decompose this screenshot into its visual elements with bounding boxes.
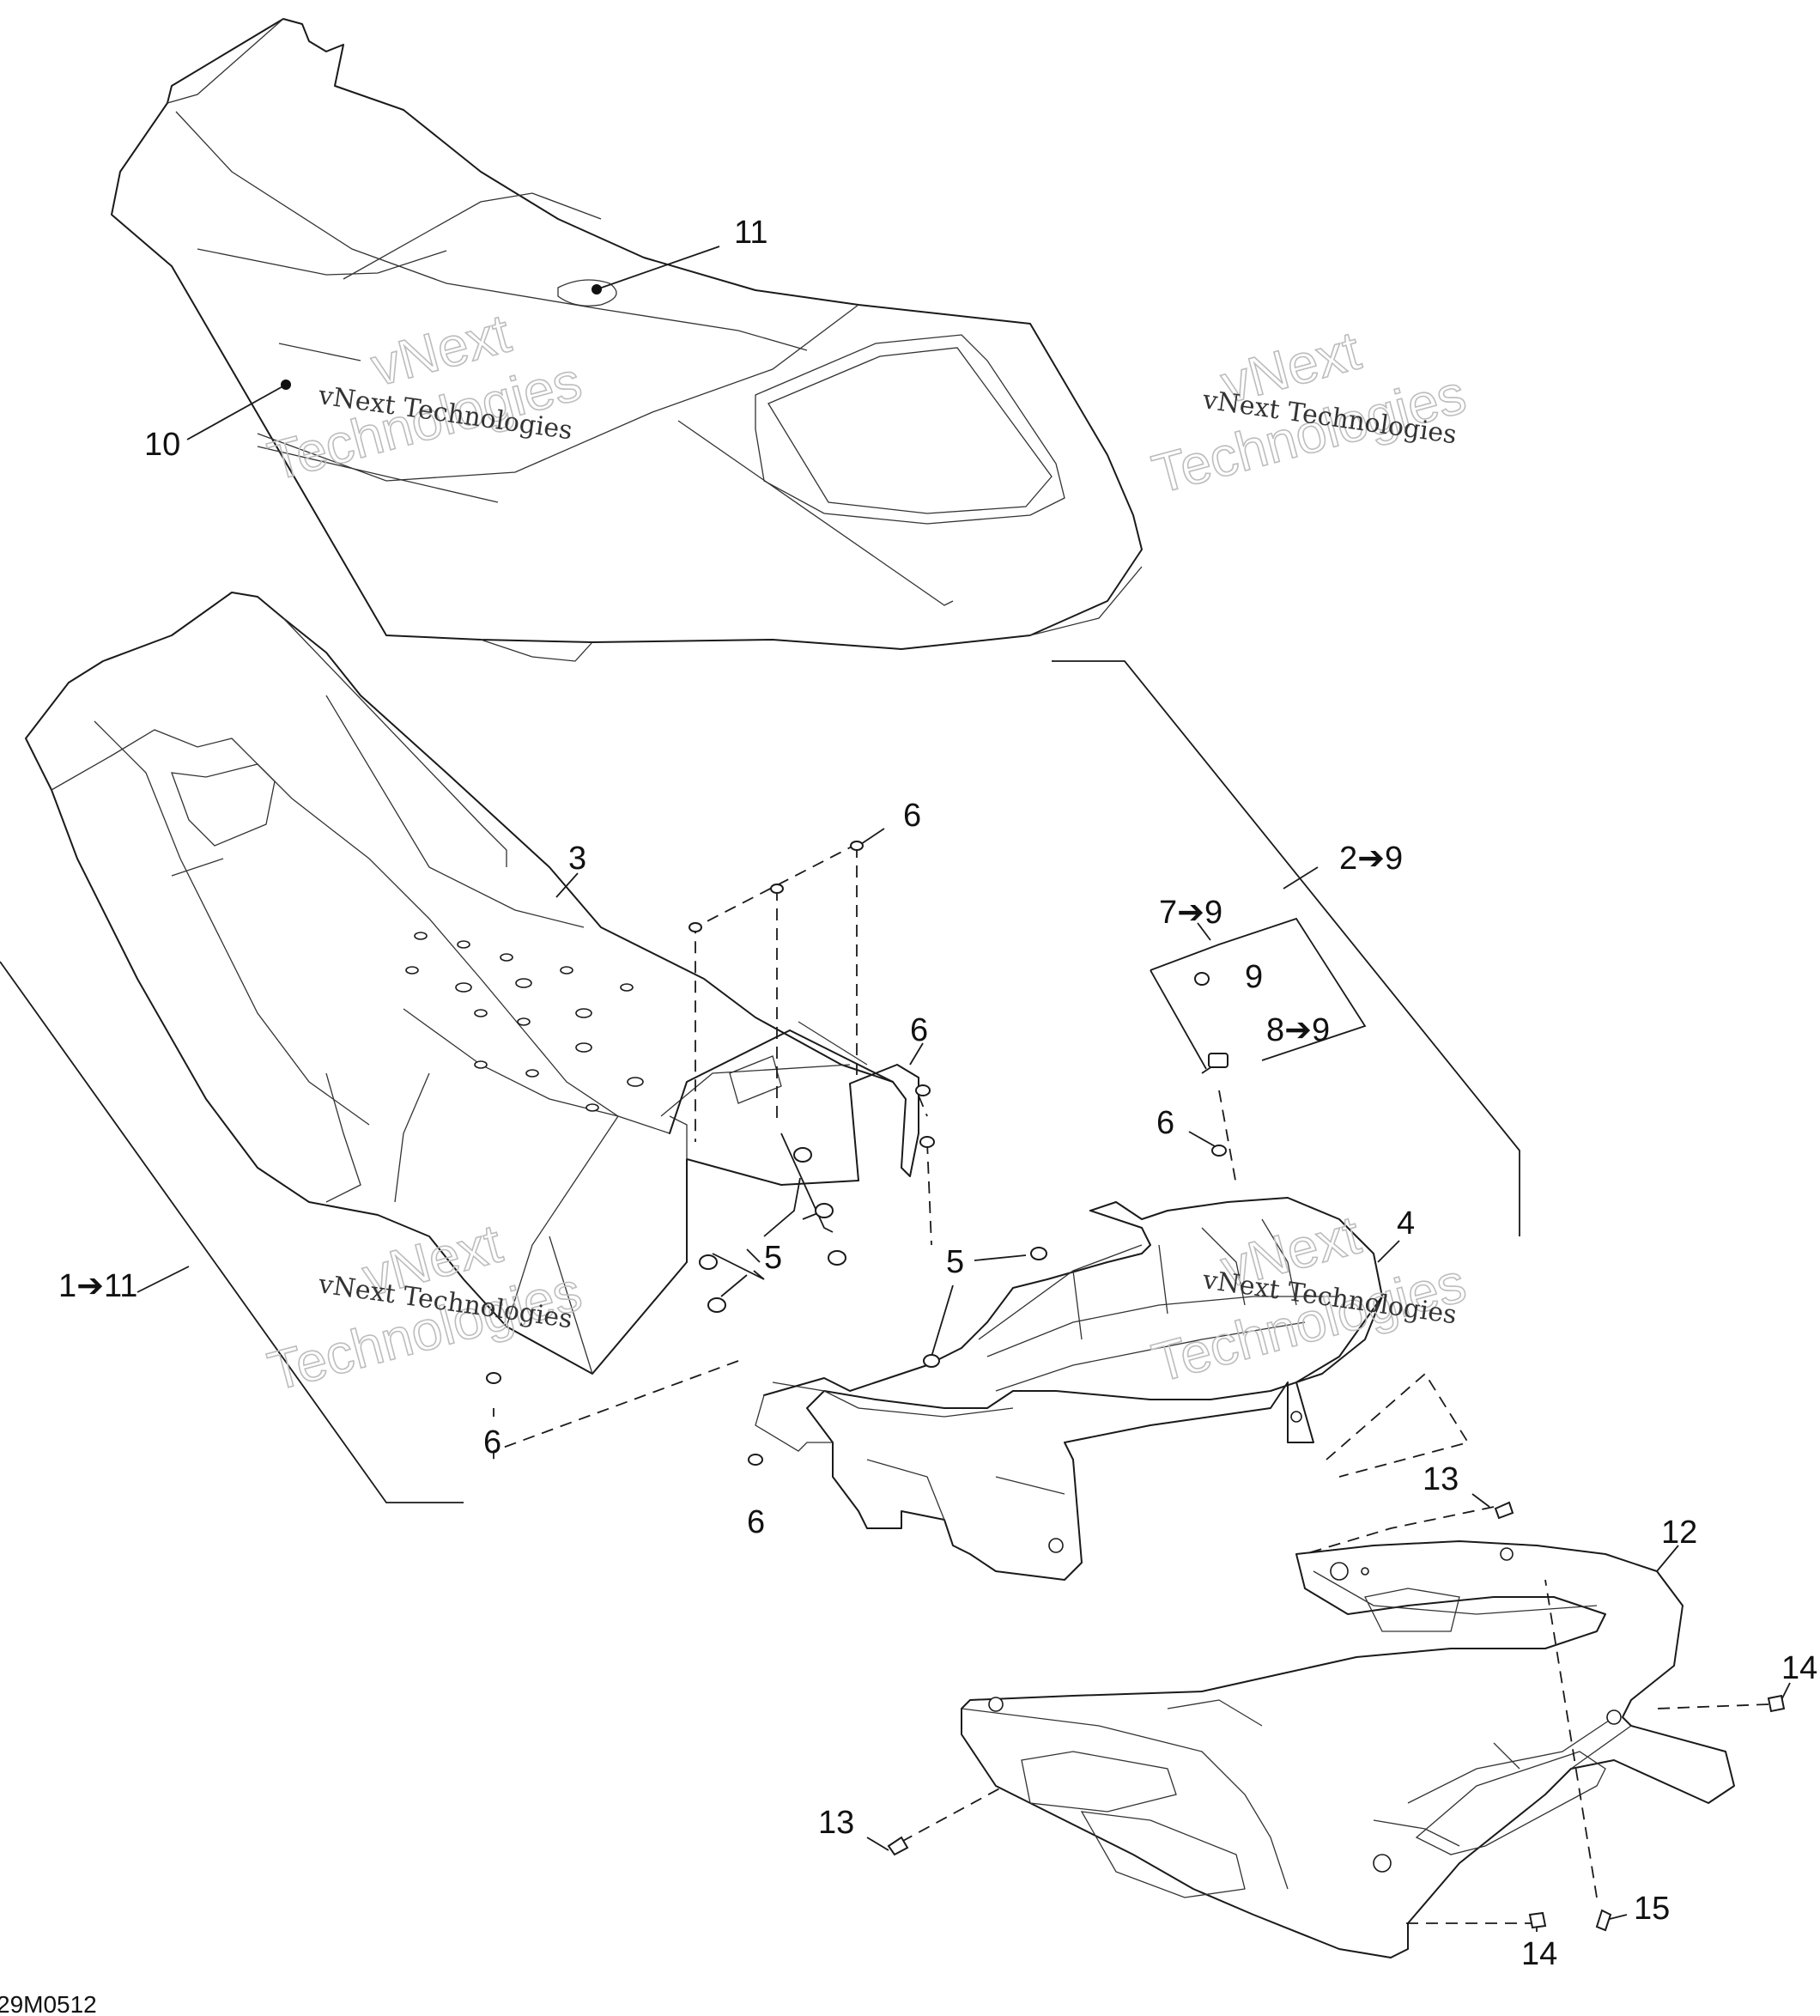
- support-part: [755, 1197, 1383, 1581]
- callout-1-to-11: 1➔11: [58, 1268, 137, 1304]
- nut-5-b: [707, 1297, 726, 1313]
- callout-15: 15: [1634, 1891, 1670, 1927]
- callout-6-bottom: 6: [747, 1504, 765, 1540]
- screw-14-lower: [1528, 1911, 1547, 1929]
- callout-6-top: 6: [903, 798, 921, 834]
- seat-base-holes: [405, 932, 644, 1112]
- screw-15: [1595, 1909, 1612, 1932]
- figure-code: 29M0512: [0, 1991, 97, 2016]
- watermark-4: vNext Technologies vNext Technologies: [1145, 1203, 1472, 1395]
- screw-14-right: [1767, 1694, 1786, 1713]
- callouts: 11 10 6 3 2➔9 7➔9 9 8➔9 6 6 4 5 5 1➔11 6…: [58, 215, 1817, 1972]
- seat-ref-dot-10: [281, 380, 291, 390]
- callout-10-seat: 10: [144, 427, 180, 463]
- watermark-3: vNext Technologies vNext Technologies: [261, 1211, 588, 1404]
- washer-6-lower: [748, 1454, 763, 1466]
- clip-8: [1208, 1053, 1228, 1068]
- callout-4-support: 4: [1397, 1205, 1415, 1242]
- seat-ref-dot-11: [592, 284, 602, 295]
- watermark-1: vNext Technologies vNext Technologies: [261, 301, 588, 494]
- nut-5-d: [815, 1203, 834, 1218]
- seat-part: [111, 18, 1143, 662]
- nut-5-g: [923, 1354, 940, 1368]
- washer-6-top-1: [850, 841, 864, 851]
- seat-base-part: [25, 592, 919, 1375]
- nut-5-a: [699, 1254, 718, 1270]
- callout-8-to-9: 8➔9: [1266, 1012, 1330, 1048]
- nut-9: [1194, 972, 1210, 986]
- washer-6-right-2: [919, 1136, 935, 1148]
- fasteners: [486, 841, 1786, 1932]
- callout-14-lower: 14: [1521, 1936, 1557, 1972]
- nut-5-f: [1030, 1247, 1047, 1260]
- callout-5-left: 5: [764, 1240, 782, 1276]
- callout-2-to-9: 2➔9: [1339, 841, 1403, 877]
- washer-6-right-1: [915, 1084, 931, 1096]
- callout-6-bottom-left: 6: [483, 1424, 501, 1460]
- washer-6-mid: [1211, 1145, 1227, 1157]
- callout-13-lower: 13: [818, 1805, 854, 1841]
- rear-bumper-part: [961, 1540, 1735, 1958]
- callout-6-right: 6: [910, 1012, 928, 1048]
- nut-5-e: [828, 1250, 846, 1266]
- callout-6-mid: 6: [1156, 1105, 1174, 1141]
- leader-lines: [0, 246, 1791, 1932]
- nut-5-c: [793, 1147, 812, 1163]
- screw-13-upper: [1494, 1501, 1514, 1520]
- callout-5-right: 5: [946, 1244, 964, 1280]
- callout-3-seat-base: 3: [568, 841, 586, 877]
- callout-9: 9: [1245, 959, 1263, 995]
- screw-13-lower: [887, 1836, 909, 1856]
- assembly-lines: [493, 842, 1769, 1924]
- callout-13-upper: 13: [1423, 1461, 1459, 1497]
- callout-12-bumper: 12: [1661, 1515, 1697, 1551]
- callout-14-right: 14: [1781, 1650, 1817, 1686]
- washer-6-top-3: [689, 922, 702, 932]
- callout-11-seat-cover: 11: [734, 215, 767, 251]
- washer-6-left: [486, 1372, 501, 1384]
- washer-6-top-2: [770, 884, 784, 894]
- watermark-2: vNext Technologies vNext Technologies: [1145, 319, 1472, 507]
- callout-7-to-9: 7➔9: [1159, 895, 1222, 931]
